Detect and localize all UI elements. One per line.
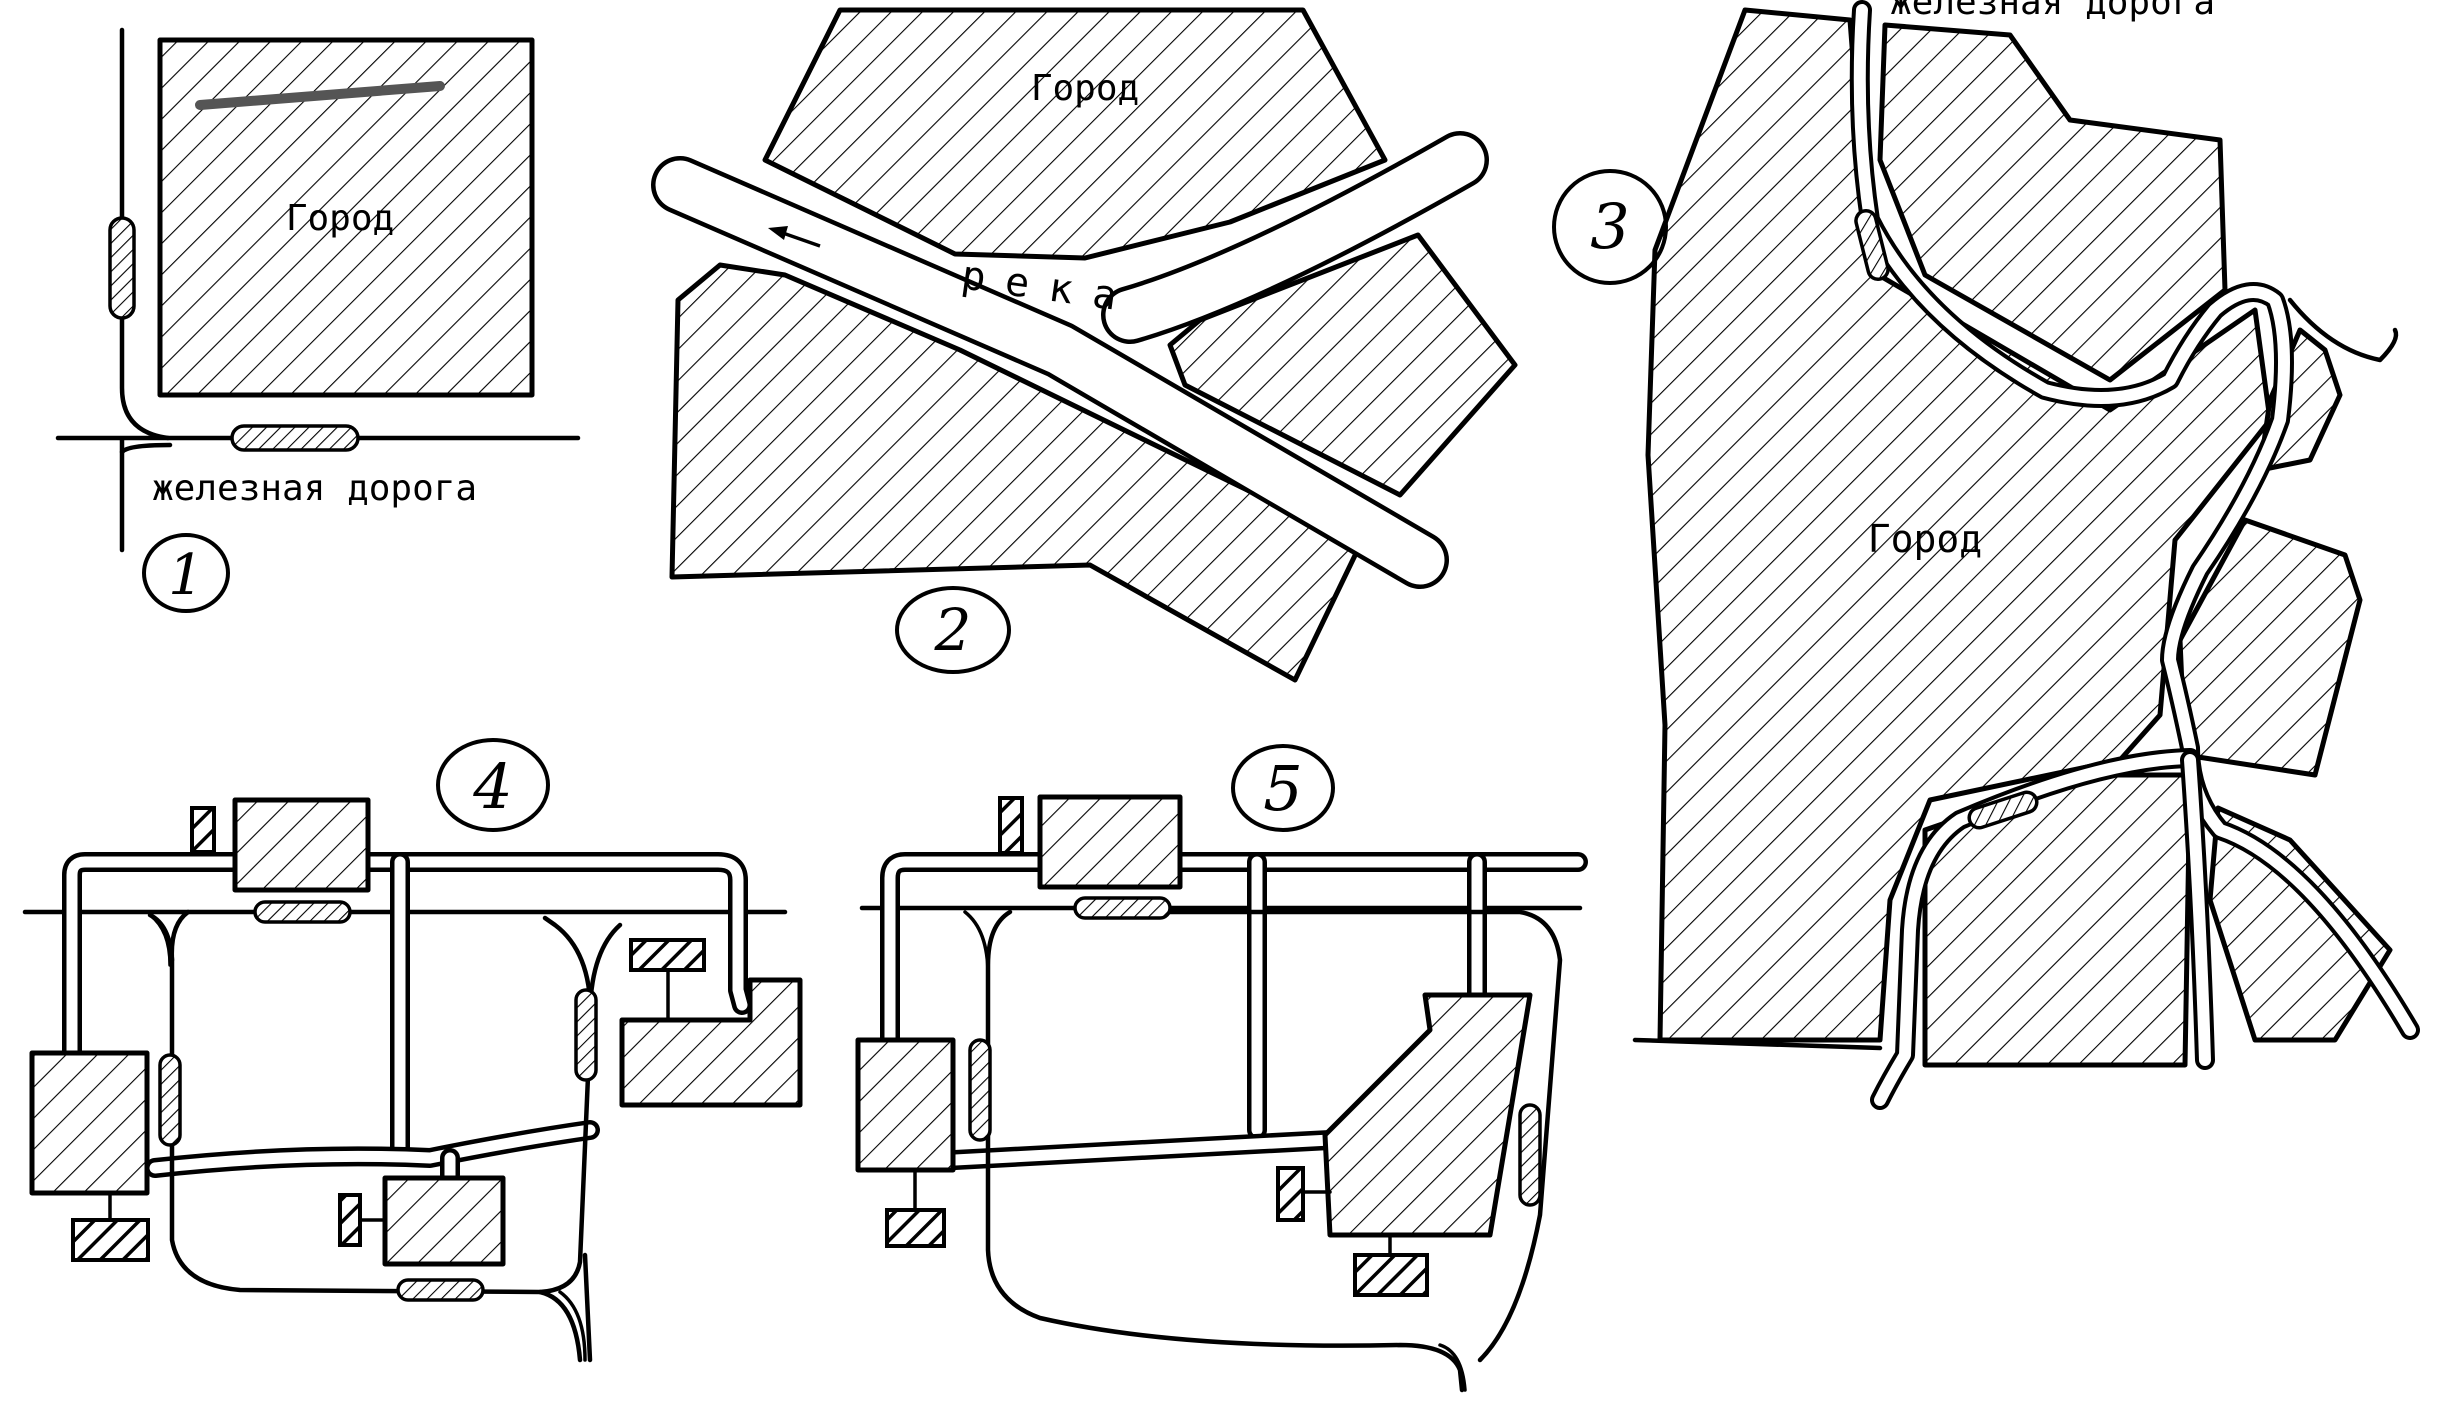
diagram-number-badge [1231,744,1335,832]
scheme-1: Город железная дорога 1 [55,27,581,613]
station-icon [158,1053,182,1147]
loop-track [1117,909,1563,1363]
factory-building [1322,992,1533,1238]
factory-building [232,797,371,893]
station-icon [1967,790,2039,830]
warehouse-icon [885,1208,946,1248]
marsh-edge [2287,297,2399,363]
station-icon [1073,896,1172,920]
pencil-stroke [195,81,445,110]
diagram-number-badge [895,586,1011,674]
railway-label: железная дорога [152,468,477,509]
city-label: Город [1868,517,1982,561]
city-block-north [762,7,1388,261]
warehouse-icon [190,806,216,854]
warehouse-icon [1353,1253,1429,1297]
scheme-2: Город река 2 [651,7,1518,683]
diagram-number: 5 [1263,752,1302,825]
siding [66,856,748,1076]
railway-branch [1874,752,2196,1106]
loop-track [537,1289,583,1363]
station-icon [1854,208,1890,282]
siding [949,1134,1336,1166]
river-water [1105,135,1485,340]
city-block-south-2 [2207,805,2393,1043]
warehouse-icon [629,938,706,972]
railway-curve [119,442,173,455]
loop-track [169,909,593,1295]
scheme-3: железная дорога Город 3 [1552,0,2420,1110]
arrow-left-icon [768,226,821,248]
city-label: Город [286,198,394,239]
city-label: Город [1031,68,1139,109]
loop-exit [582,1252,593,1363]
city-block-north [1877,22,2228,383]
curve-fill [963,910,990,977]
factory-building [382,1175,506,1267]
diagram-number-badge [1552,169,1668,285]
station-icon [230,424,360,452]
railway-label: железная дорога [1890,0,2215,23]
warehouse-icon [1276,1166,1305,1222]
station-icon [968,1038,992,1142]
diagram-number: 2 [934,596,972,664]
curve-fill [558,1290,587,1362]
curve-fill [148,913,172,967]
diagram-number: 4 [472,750,512,823]
factory-building [855,1037,956,1173]
city-block-south [669,262,1363,683]
railway-branch [2184,754,2211,1066]
scheme-4: 4 [22,738,803,1363]
factory-building [1037,794,1183,890]
factory-building [29,1050,150,1196]
diagram-number-badge [142,533,230,613]
factory-building [619,977,803,1108]
diagram-number-badge [436,738,550,832]
base-line [1632,1037,1883,1051]
scheme-5: 5 [855,744,1588,1393]
diagram-number: 3 [1590,190,1629,263]
warehouse-icon [338,1193,362,1247]
diagram-number: 1 [168,543,204,608]
curve-fill [1438,1343,1467,1392]
warehouse-icon [71,1218,150,1262]
station-icon [108,216,136,320]
siding [149,1124,596,1174]
station-icon [253,900,352,924]
station-icon [1518,1103,1542,1207]
station-icon [396,1278,485,1302]
siding [884,856,1584,1056]
station-icon [574,988,598,1082]
warehouse-icon [998,796,1024,855]
